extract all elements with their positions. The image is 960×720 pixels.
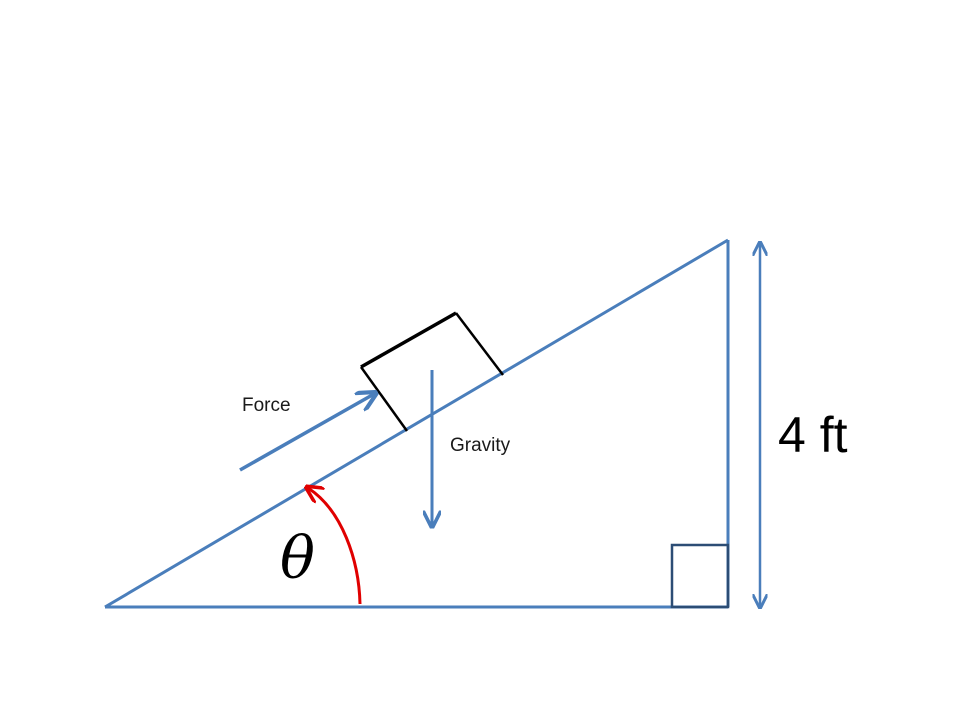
angle-arc-icon [308,488,362,605]
block [359,311,504,432]
block-left-edge [359,366,409,432]
gravity-label: Gravity [450,435,511,456]
height-label: 4 ft [778,407,848,463]
force-arrow-icon [239,394,374,472]
force-label: Force [242,395,291,416]
block-top-edge [360,311,457,369]
incline-hypotenuse [104,238,729,609]
inclined-plane [104,238,730,609]
angle-theta-label: θ [280,524,315,592]
right-angle-marker [670,543,730,609]
block-right-edge [455,312,504,376]
